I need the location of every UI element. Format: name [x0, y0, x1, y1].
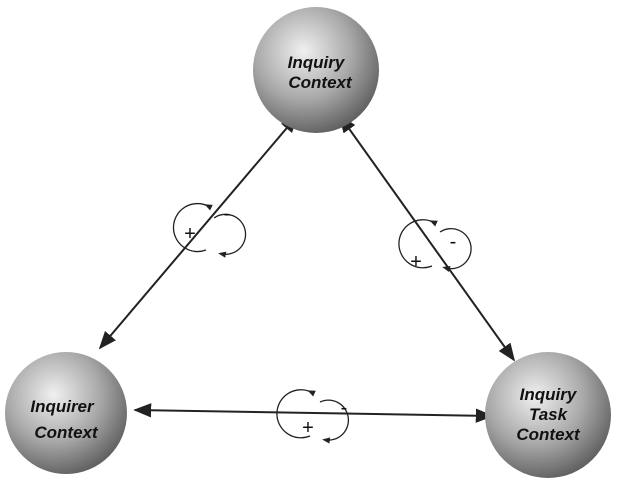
node-inquiry-task-context: Inquiry Task Context — [485, 352, 611, 478]
minus-sign: - — [224, 203, 231, 225]
minus-sign: - — [341, 397, 348, 419]
plus-sign: + — [184, 223, 196, 245]
node-inquirer-context: Inquirer Context — [5, 352, 127, 474]
minus-sign: - — [450, 231, 457, 253]
node-label: Inquiry — [520, 385, 578, 404]
arrow-inquirer-task — [133, 403, 494, 423]
node-label: Inquiry — [288, 53, 346, 72]
feedback-cycle-bottom: + - — [276, 389, 350, 444]
node-label: Task — [529, 405, 569, 424]
plus-sign: + — [410, 251, 422, 273]
arrow-inquiry-inquirer — [98, 114, 299, 350]
node-inquiry-context: Inquiry Context — [253, 7, 379, 133]
node-label: Context — [288, 73, 353, 92]
node-label: Context — [516, 425, 581, 444]
feedback-cycle-left: + - — [172, 202, 247, 258]
node-label: Inquirer — [30, 397, 95, 416]
plus-sign: + — [302, 417, 314, 439]
feedback-cycle-right: + - — [398, 219, 472, 273]
node-label: Context — [34, 423, 99, 442]
arrow-inquiry-task — [338, 114, 516, 362]
